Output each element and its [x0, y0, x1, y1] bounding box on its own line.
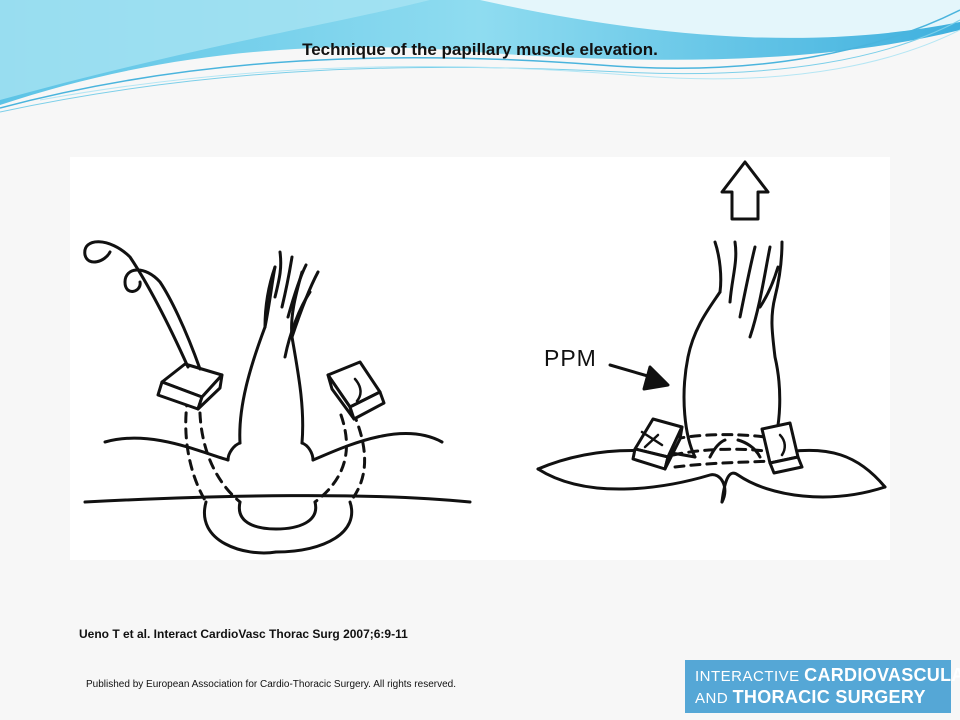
journal-logo: INTERACTIVE CARDIOVASCULAR AND THORACIC …	[685, 660, 960, 713]
publisher-note: Published by European Association for Ca…	[86, 679, 456, 690]
figure-illustration	[70, 157, 890, 560]
right-drawing	[536, 160, 887, 504]
slide-title: Technique of the papillary muscle elevat…	[302, 40, 658, 59]
logo-word-and: AND	[695, 690, 729, 707]
ppm-label: PPM	[544, 345, 597, 371]
logo-word-thoracic-surgery: THORACIC SURGERY	[732, 687, 926, 707]
logo-word-cardiovascular: CARDIOVASCULAR	[804, 665, 960, 685]
left-drawing	[83, 240, 472, 555]
logo-line-2: AND THORACIC SURGERY	[695, 687, 926, 708]
citation: Ueno T et al. Interact CardioVasc Thorac…	[79, 627, 408, 641]
logo-word-interactive: INTERACTIVE	[695, 668, 800, 685]
logo-line-1: INTERACTIVE CARDIOVASCULAR	[695, 665, 960, 686]
header-wave-decoration	[0, 0, 960, 113]
